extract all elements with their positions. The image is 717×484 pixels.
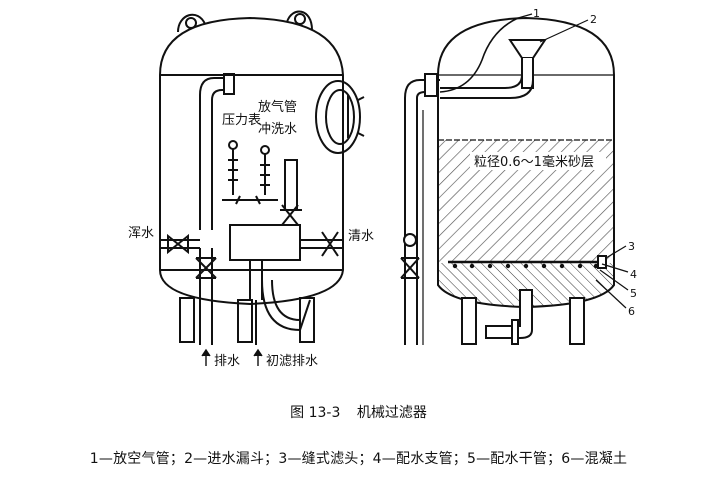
label-pressure-gauge: 压力表: [222, 113, 261, 128]
support-leg: [299, 297, 315, 343]
figure-number: 图 13-3: [290, 405, 341, 421]
label-sand-layer: 粒径0.6～1毫米砂层: [474, 154, 594, 170]
support-leg: [237, 299, 253, 343]
inlet-funnel: [508, 39, 547, 89]
right-filter-section: [400, 13, 629, 345]
support-leg: [461, 297, 477, 345]
pressure-gauge: [228, 140, 238, 195]
vessel-body: [159, 16, 344, 306]
callout-5: 5: [630, 287, 637, 300]
label-clear-water: 清水: [348, 229, 374, 244]
callout-3: 3: [628, 240, 635, 253]
flush-valve: [280, 204, 302, 226]
leader-lines: [517, 13, 629, 309]
label-flush-water: 冲洗水: [258, 122, 297, 137]
initial-drain-arrow: [253, 348, 263, 366]
callout-6: 6: [628, 305, 635, 318]
label-initial-drain: 初滤排水: [266, 354, 318, 369]
filter-diagram: 放气管 压力表 冲洗水 浑水 清水 排水 初滤排水: [128, 7, 637, 369]
figure-caption: 图 13-3 机械过滤器: [0, 402, 717, 422]
manhole-cover: [315, 80, 365, 154]
figure-title: 机械过滤器: [356, 405, 427, 421]
drain-arrow: [201, 348, 211, 366]
drain-valve: [195, 257, 217, 279]
figure-legend: 1—放空气管；2—进水漏斗；3—缝式滤头；4—配水支管；5—配水干管；6—混凝土: [89, 451, 628, 467]
pressure-gauge: [260, 145, 270, 195]
lifting-lug: [286, 10, 313, 31]
support-leg: [569, 297, 585, 345]
label-vent-pipe: 放气管: [258, 99, 297, 115]
callout-1: 1: [533, 7, 540, 20]
support-leg: [179, 297, 195, 343]
label-raw-water: 浑水: [128, 226, 154, 241]
callout-2: 2: [590, 13, 597, 26]
left-filter-exterior: [159, 10, 365, 345]
distribution-main-pipe: [485, 289, 533, 339]
callout-4: 4: [630, 268, 637, 281]
label-drain: 排水: [214, 354, 240, 369]
air-release-pipe: [439, 17, 519, 93]
vent-pipe: [199, 77, 225, 230]
slot-nozzles: [452, 263, 599, 269]
clear-water-valve: [321, 231, 339, 257]
concrete-base: [438, 263, 614, 307]
sand-layer: [438, 140, 614, 263]
